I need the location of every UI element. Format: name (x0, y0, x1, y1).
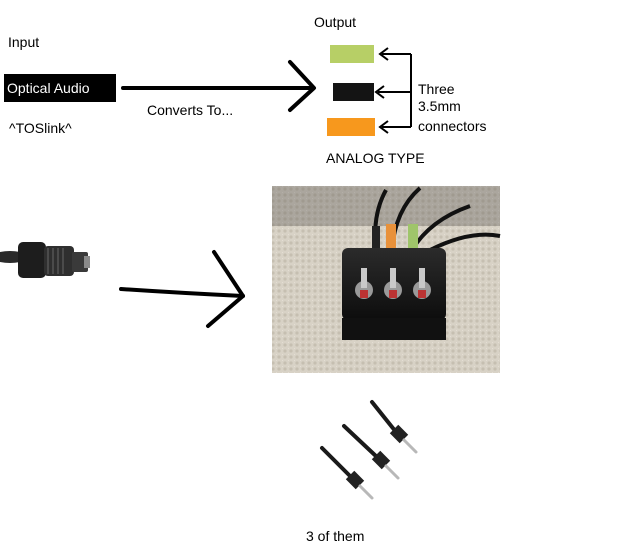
black-connector-swatch (333, 83, 374, 101)
bottom-arrow (119, 250, 245, 328)
toslink-plug-icon (0, 242, 90, 278)
converts-to-label: Converts To... (147, 102, 234, 118)
analog-type-label: ANALOG TYPE (326, 150, 425, 166)
orange-connector-swatch (327, 118, 375, 136)
three-of-them-label: 3 of them (306, 528, 365, 544)
bracket-arrows (374, 47, 412, 134)
audio-cables-photo (320, 400, 418, 500)
three-label: Three (418, 81, 455, 97)
output-label: Output (314, 14, 357, 30)
green-connector-swatch (330, 45, 374, 63)
input-label: Input (8, 34, 40, 50)
size-label: 3.5mm (418, 98, 461, 114)
converter-box-photo (272, 186, 501, 373)
optical-audio-label: Optical Audio (4, 74, 116, 102)
connectors-label: connectors (418, 118, 487, 134)
top-arrow (121, 60, 316, 112)
toslink-label: ^TOSlink^ (9, 120, 72, 136)
